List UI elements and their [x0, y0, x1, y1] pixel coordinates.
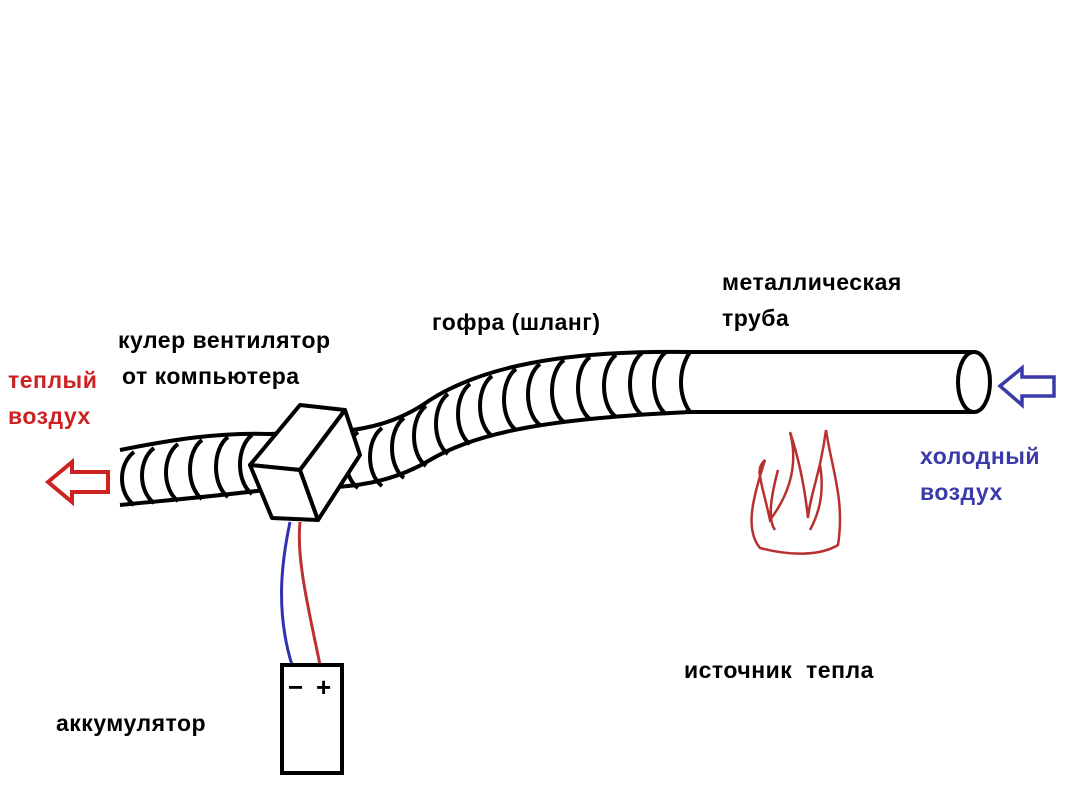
- wire-red: [297, 521, 322, 666]
- hose-rib: [628, 351, 644, 417]
- metal-pipe: [679, 350, 992, 414]
- hose-rib: [456, 382, 472, 446]
- cold-air-label: холодный воздух: [920, 443, 1041, 505]
- hose-rib: [602, 353, 618, 419]
- fan-icon: [248, 403, 362, 522]
- battery-minus-sign: −: [288, 672, 304, 702]
- wire-blue: [280, 521, 294, 666]
- battery-icon: [280, 663, 344, 775]
- hose-rib: [502, 367, 518, 432]
- warm-air-label: теплый воздух: [8, 367, 98, 429]
- hose-rib: [214, 435, 230, 499]
- hose-rib: [188, 438, 204, 501]
- hose-rib: [238, 433, 254, 496]
- arrow-left-icon: [44, 457, 110, 507]
- flame-icon: [750, 429, 842, 555]
- arrow-left-icon: [997, 364, 1056, 409]
- hose-label: гофра (шланг): [432, 309, 601, 335]
- hose-rib: [652, 350, 668, 416]
- battery-label: аккумулятор: [56, 710, 207, 736]
- hose-rib: [390, 416, 406, 480]
- heat-source-label: источник тепла: [684, 657, 874, 683]
- cooler-fan-label: кулер вентилятор от компьютера: [118, 327, 331, 389]
- hose-rib: [576, 355, 592, 421]
- hose-rib: [412, 404, 428, 468]
- hose-rib: [550, 358, 566, 424]
- hose-ribs: [120, 350, 668, 507]
- hose-rib: [478, 374, 494, 438]
- hose-rib: [368, 426, 384, 488]
- hose-rib: [140, 446, 156, 505]
- battery-plus-sign: +: [316, 672, 332, 702]
- metal-pipe-label: металлическая труба: [722, 269, 902, 331]
- hose-rib: [434, 392, 450, 456]
- hose-rib: [526, 362, 542, 427]
- hose-rib: [120, 450, 136, 507]
- hose-rib: [164, 442, 180, 503]
